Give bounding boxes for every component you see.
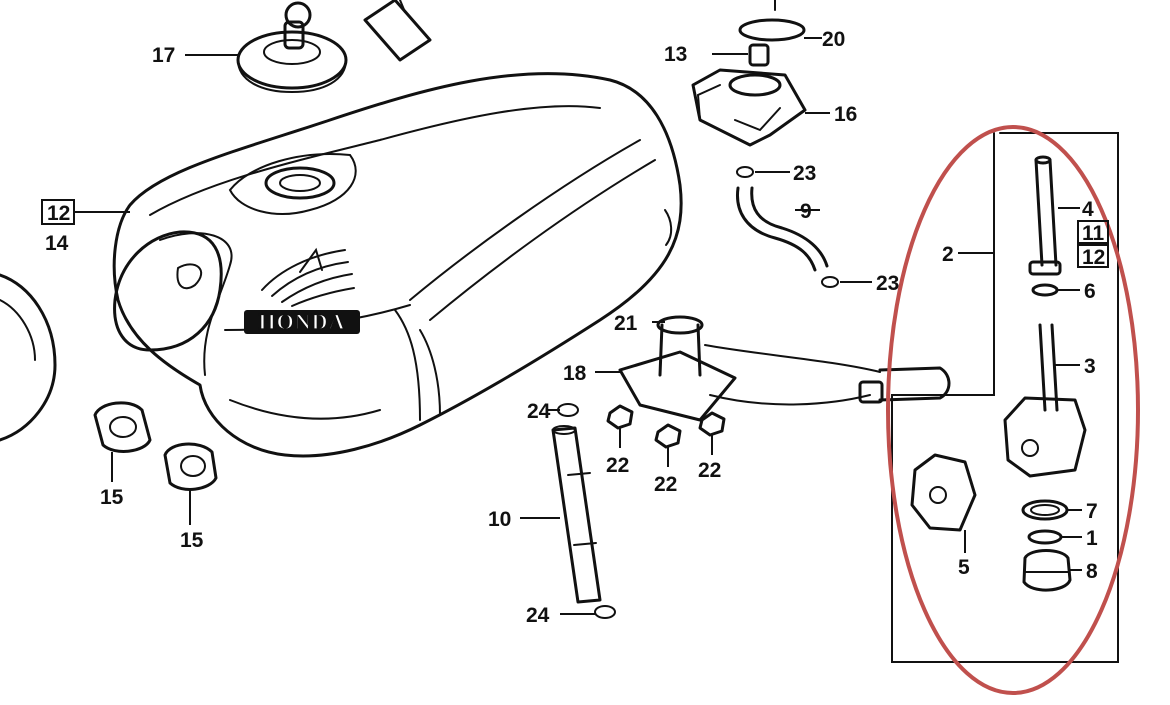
mount-washer [738,0,822,42]
highlight-ellipse [886,125,1140,695]
label-12-valve: 12 [1082,246,1105,269]
fuel-sender-unit [595,315,951,422]
nut-c [698,411,726,455]
label-21: 21 [614,312,638,335]
label-17: 17 [152,44,175,67]
valve-gasket [1027,529,1082,545]
label-9: 9 [800,200,812,223]
label-2: 2 [942,243,954,266]
mount-bracket [691,68,830,147]
brand-badge [244,310,360,334]
fuel-hose [520,425,602,604]
label-7: 7 [1086,500,1098,523]
label-24-lower: 24 [526,604,550,627]
fuel-hose-clip-upper [548,403,579,417]
tank-wing-emblem [261,247,355,307]
fuel-valve-assembly [891,132,1119,663]
nut-a [606,404,634,448]
label-23-upper: 23 [793,162,816,185]
seat-fragment [0,273,57,442]
label-box-12-valve [1077,244,1109,268]
label-3: 3 [1084,355,1096,378]
label-13: 13 [664,43,687,66]
label-8: 8 [1086,560,1098,583]
label-1: 1 [1086,527,1098,550]
valve-sediment-cup [1022,549,1082,592]
label-5: 5 [958,556,970,579]
valve-lever [910,453,977,553]
hose-clip-upper [736,166,790,178]
valve-o-ring [1031,283,1080,297]
fuel-cap [185,1,348,94]
brand-mark: HONDA [259,309,346,334]
decal [363,0,432,62]
label-15-left: 15 [100,486,124,509]
label-10: 10 [488,508,511,531]
label-box-11 [1077,220,1109,244]
fuel-tank: HONDA [112,72,683,458]
label-22-middle: 22 [654,473,677,496]
valve-body [1003,323,1087,478]
label-24-upper: 24 [527,400,551,423]
fuel-hose-clip-lower [560,605,616,619]
nut-b [654,423,682,467]
label-11: 11 [1082,222,1105,245]
valve-filter [1021,499,1082,521]
label-12-tank: 12 [47,202,70,225]
label-20: 20 [822,28,845,51]
breather-hose [735,186,829,272]
cushion-right [163,442,218,525]
label-15-right: 15 [180,529,204,552]
label-22-left: 22 [606,454,629,477]
cushion-left [93,401,152,482]
label-18: 18 [563,362,587,385]
label-23-lower: 23 [876,272,899,295]
valve-strainer-screen [1028,155,1080,276]
label-4: 4 [1082,198,1094,221]
label-22-right: 22 [698,459,721,482]
label-14: 14 [45,232,69,255]
hose-clip-lower [821,276,872,288]
label-6: 6 [1084,280,1096,303]
mount-collar [712,43,770,67]
label-16: 16 [834,103,857,126]
